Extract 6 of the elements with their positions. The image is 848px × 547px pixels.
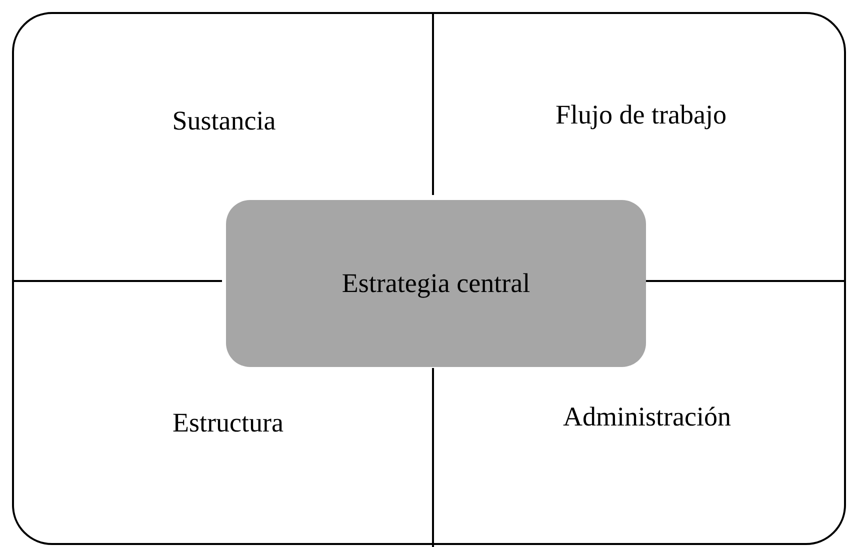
quadrant-label: Flujo de trabajo [556, 100, 726, 130]
rounded-frame [12, 12, 846, 545]
quadrant-label: Estructura [172, 408, 284, 438]
quadrant-label: Sustancia [172, 106, 276, 136]
central-box: Estrategia central [226, 200, 646, 367]
quadrant-label: Administración [563, 402, 731, 432]
